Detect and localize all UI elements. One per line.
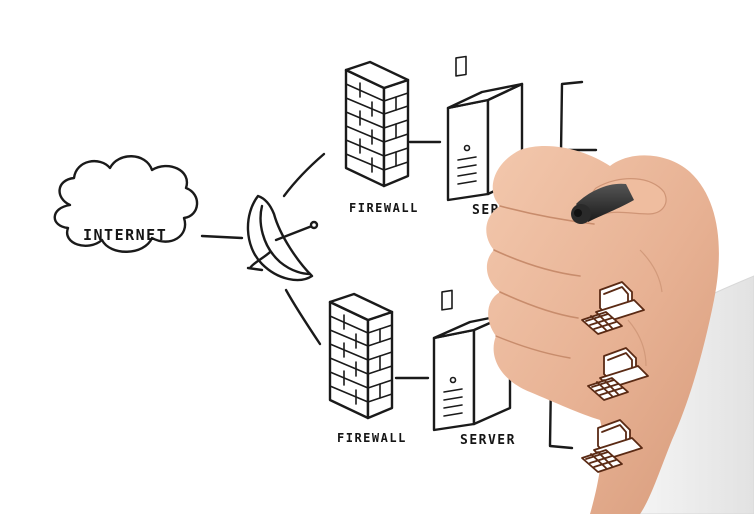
cloud-icon — [53, 155, 199, 253]
computer-2 — [587, 347, 649, 401]
desktop-computer-icon — [587, 347, 649, 401]
link-satellite-bottom — [284, 288, 322, 346]
brick-wall-icon — [328, 292, 394, 420]
firewall-bottom: FIREWALL — [328, 292, 407, 445]
marker-pen — [571, 183, 634, 224]
firewall-bottom-label: FIREWALL — [337, 431, 407, 445]
link-cloud-satellite — [200, 234, 244, 240]
desktop-computer-icon — [581, 281, 645, 335]
firewall-top: FIREWALL — [344, 60, 419, 215]
satellite-dish-icon — [246, 194, 319, 282]
desktop-computer-icon — [581, 419, 643, 473]
brick-wall-icon — [344, 60, 410, 188]
computer-1 — [581, 281, 645, 335]
server-bottom-label: SERVER — [460, 433, 516, 448]
internet-label: INTERNET — [83, 226, 167, 244]
link-satellite-top — [282, 152, 326, 198]
computer-3 — [581, 419, 643, 473]
firewall-top-label: FIREWALL — [349, 201, 419, 215]
satellite-dish — [246, 194, 319, 282]
internet-cloud: INTERNET — [53, 155, 199, 253]
